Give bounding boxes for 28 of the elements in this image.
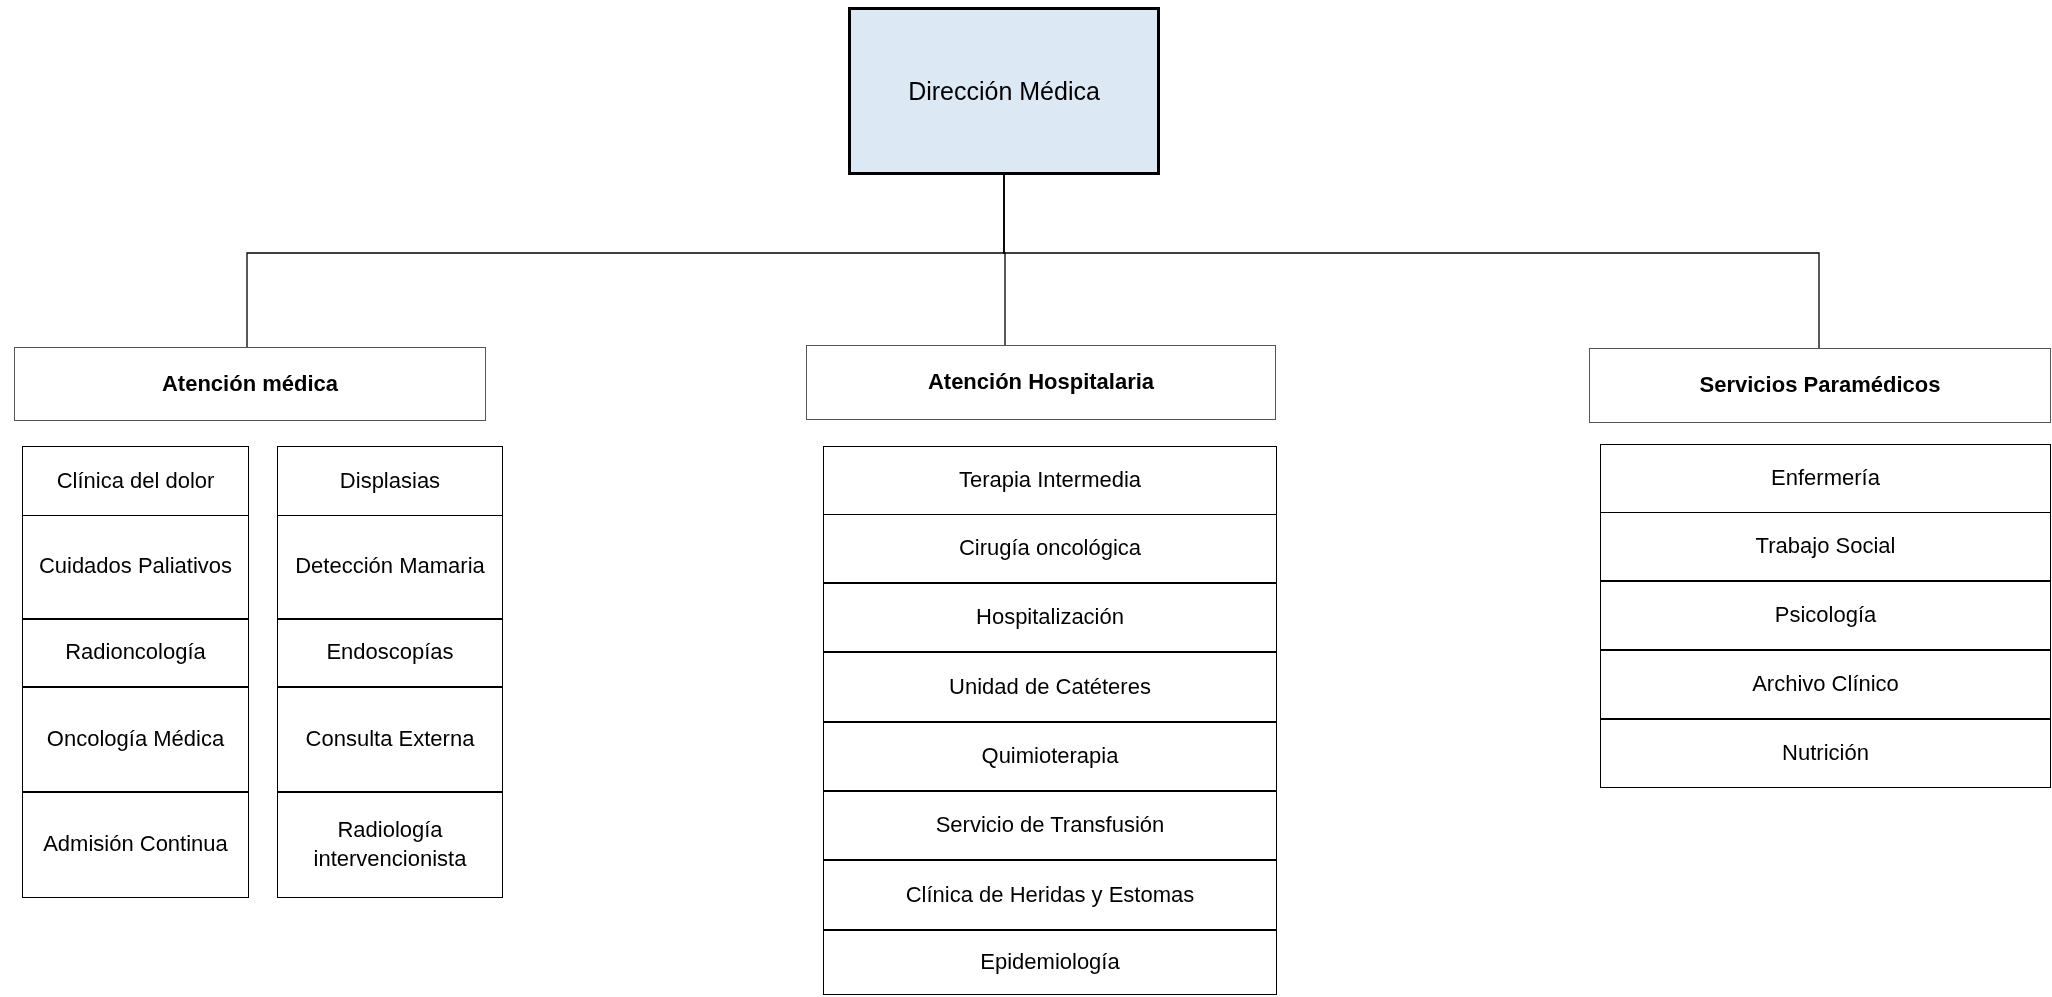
- unit-box: Epidemiología: [823, 929, 1277, 996]
- unit-box: Psicología: [1600, 580, 2051, 650]
- unit-box: Servicio de Transfusión: [823, 791, 1277, 861]
- unit-box: Displasias: [277, 446, 503, 516]
- unit-box: Consulta Externa: [277, 686, 503, 792]
- unit-box: Unidad de Catéteres: [823, 652, 1277, 722]
- department-box: Servicios Paramédicos: [1589, 348, 2051, 423]
- unit-box: Endoscopías: [277, 618, 503, 687]
- unit-box: Trabajo Social: [1600, 511, 2051, 581]
- unit-box: Detección Mamaria: [277, 514, 503, 619]
- unit-box: Hospitalización: [823, 583, 1277, 653]
- unit-box: Enfermería: [1600, 444, 2051, 513]
- unit-box: Cirugía oncológica: [823, 513, 1277, 584]
- unit-box: Quimioterapia: [823, 721, 1277, 791]
- unit-box: Terapia Intermedia: [823, 446, 1277, 516]
- unit-box: Clínica del dolor: [22, 446, 249, 516]
- unit-box: Archivo Clínico: [1600, 649, 2051, 719]
- department-box: Atención Hospitalaria: [806, 345, 1276, 420]
- director-box: Dirección Médica: [848, 7, 1160, 175]
- unit-box: Oncología Médica: [22, 686, 249, 792]
- unit-box: Admisión Continua: [22, 791, 249, 898]
- connector-line: [1003, 174, 1820, 349]
- unit-box: Radiología intervencionista: [277, 791, 503, 898]
- unit-box: Nutrición: [1600, 718, 2051, 788]
- unit-box: Cuidados Paliativos: [22, 514, 249, 619]
- unit-box: Radioncología: [22, 618, 249, 687]
- unit-box: Clínica de Heridas y Estomas: [823, 860, 1277, 930]
- department-box: Atención médica: [14, 347, 486, 421]
